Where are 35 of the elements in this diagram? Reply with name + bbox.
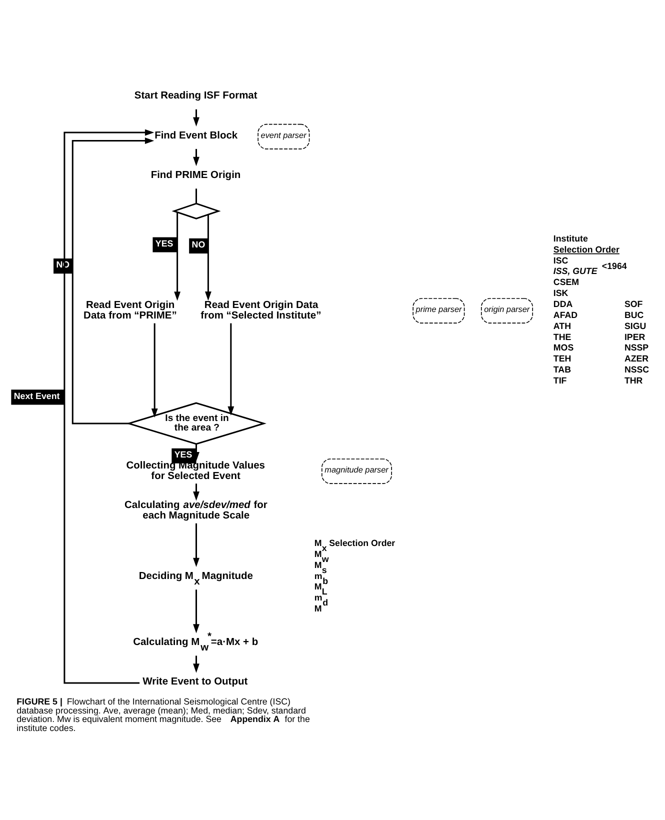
edge-label: YES xyxy=(174,449,192,460)
node-label: ISC xyxy=(553,254,568,265)
node-label: AFAD xyxy=(553,309,578,320)
node-label: NSSP xyxy=(624,342,649,352)
node-label: M xyxy=(314,603,322,614)
node-text: Find PRIME Origin xyxy=(150,169,241,180)
node-label: DDA xyxy=(553,298,573,308)
edge-label: NO xyxy=(192,239,206,250)
node-label: ATH xyxy=(553,320,571,330)
node-text: Find Event Block xyxy=(154,130,238,141)
node-label: BUC xyxy=(624,309,644,320)
node-label: TAB xyxy=(553,364,571,374)
node-text: Calculating ave/sdev/med for each Magnitude Scale xyxy=(124,500,268,521)
node-label: AZER xyxy=(624,353,649,364)
node-text: Read Event Origin Data from “Selected Institute” xyxy=(200,300,322,321)
node-label: Institute xyxy=(553,232,588,243)
node-text: Start Reading ISF Format xyxy=(134,90,258,102)
node-label: SIGU xyxy=(624,320,646,330)
node-label: Selection Order xyxy=(553,244,620,254)
edge-label: YES xyxy=(155,238,174,248)
node-label: THR xyxy=(624,374,643,385)
node-label: ISK xyxy=(553,288,568,298)
node-label: MOS xyxy=(553,342,574,352)
edge-label: Next Event xyxy=(14,390,60,400)
node-label: TEH xyxy=(553,353,572,364)
node-label: CSEM xyxy=(553,276,580,287)
node-text: Read Event Origin Data from “PRIME” xyxy=(84,300,177,321)
node-label: IPER xyxy=(624,331,646,342)
node-label: TIF xyxy=(553,374,567,385)
node-text: Write Event to Output xyxy=(142,676,248,688)
node-label: THE xyxy=(553,331,572,342)
caption: FIGURE 5 | Flowchart of the International Seismological Centre (ISC) database processing. Ave, average (mean); Med, median; Sdev, standard deviation. Mw is equivalent moment magnitude. See Appendix A for the institute codes. xyxy=(16,696,310,733)
node-label: NSSC xyxy=(624,364,650,374)
node-label: SOF xyxy=(624,298,643,308)
node-text: Collecting Magnitude Values for Selected Event xyxy=(126,460,266,482)
